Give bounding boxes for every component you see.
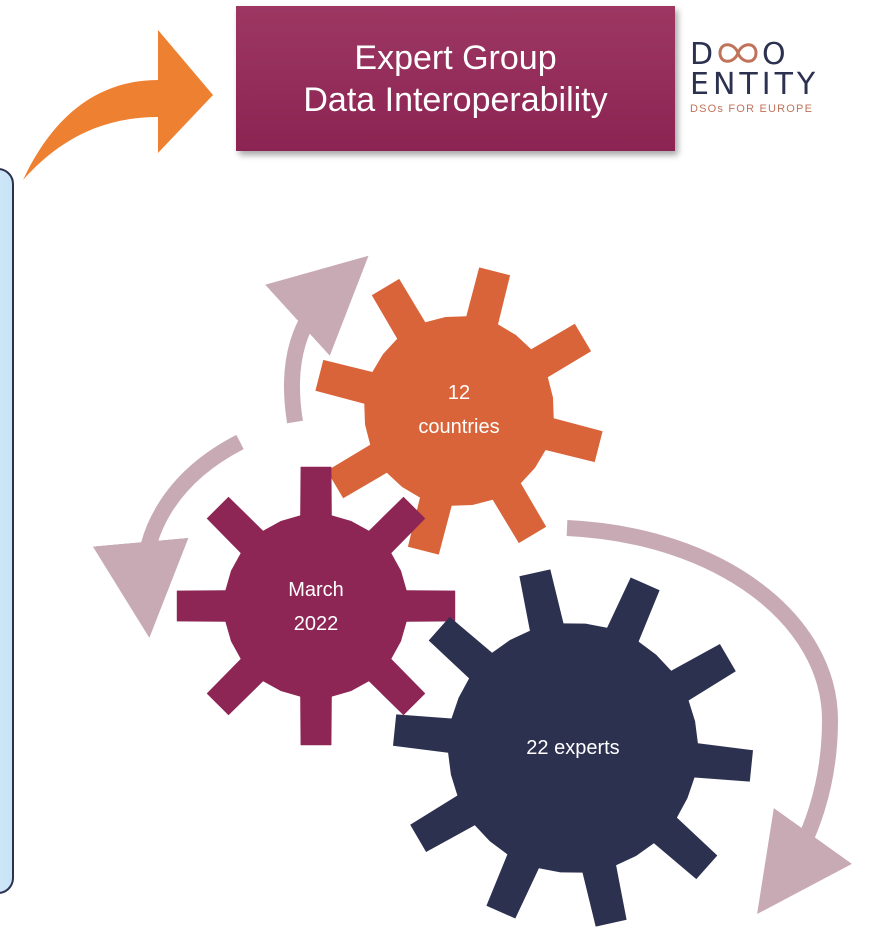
gear-orange-label-1: 12 <box>448 382 470 404</box>
gear-orange-label-2: countries <box>418 416 499 438</box>
curved-arrow-icon <box>23 30 213 180</box>
expert-group-title-box: Expert Group Data Interoperability <box>236 6 675 151</box>
gear-navy <box>393 569 753 927</box>
cycle-arrow-left <box>92 434 244 638</box>
svg-text:D: D <box>690 38 717 68</box>
gear-maroon-label-1: March <box>288 579 344 601</box>
title-line-2: Data Interoperability <box>303 80 608 119</box>
svg-text:O: O <box>762 38 790 68</box>
dso-entity-logo: D O ENTITY DSOs FOR EUROPE <box>690 37 876 122</box>
logo-tagline: DSOs FOR EUROPE <box>690 103 814 115</box>
gear-orange <box>315 267 603 555</box>
gear-maroon <box>176 466 456 746</box>
gear-maroon-label-2: 2022 <box>294 613 339 635</box>
logo-dso-mark-icon: D O <box>690 37 790 72</box>
logo-top-word: D O <box>690 37 876 72</box>
cycle-arrow-right <box>566 520 852 915</box>
title-line-1: Expert Group <box>354 38 557 77</box>
cycle-arrow-top <box>265 255 369 424</box>
logo-bottom-word: ENTITY <box>690 67 820 102</box>
gear-navy-label-1: 22 experts <box>526 737 619 759</box>
